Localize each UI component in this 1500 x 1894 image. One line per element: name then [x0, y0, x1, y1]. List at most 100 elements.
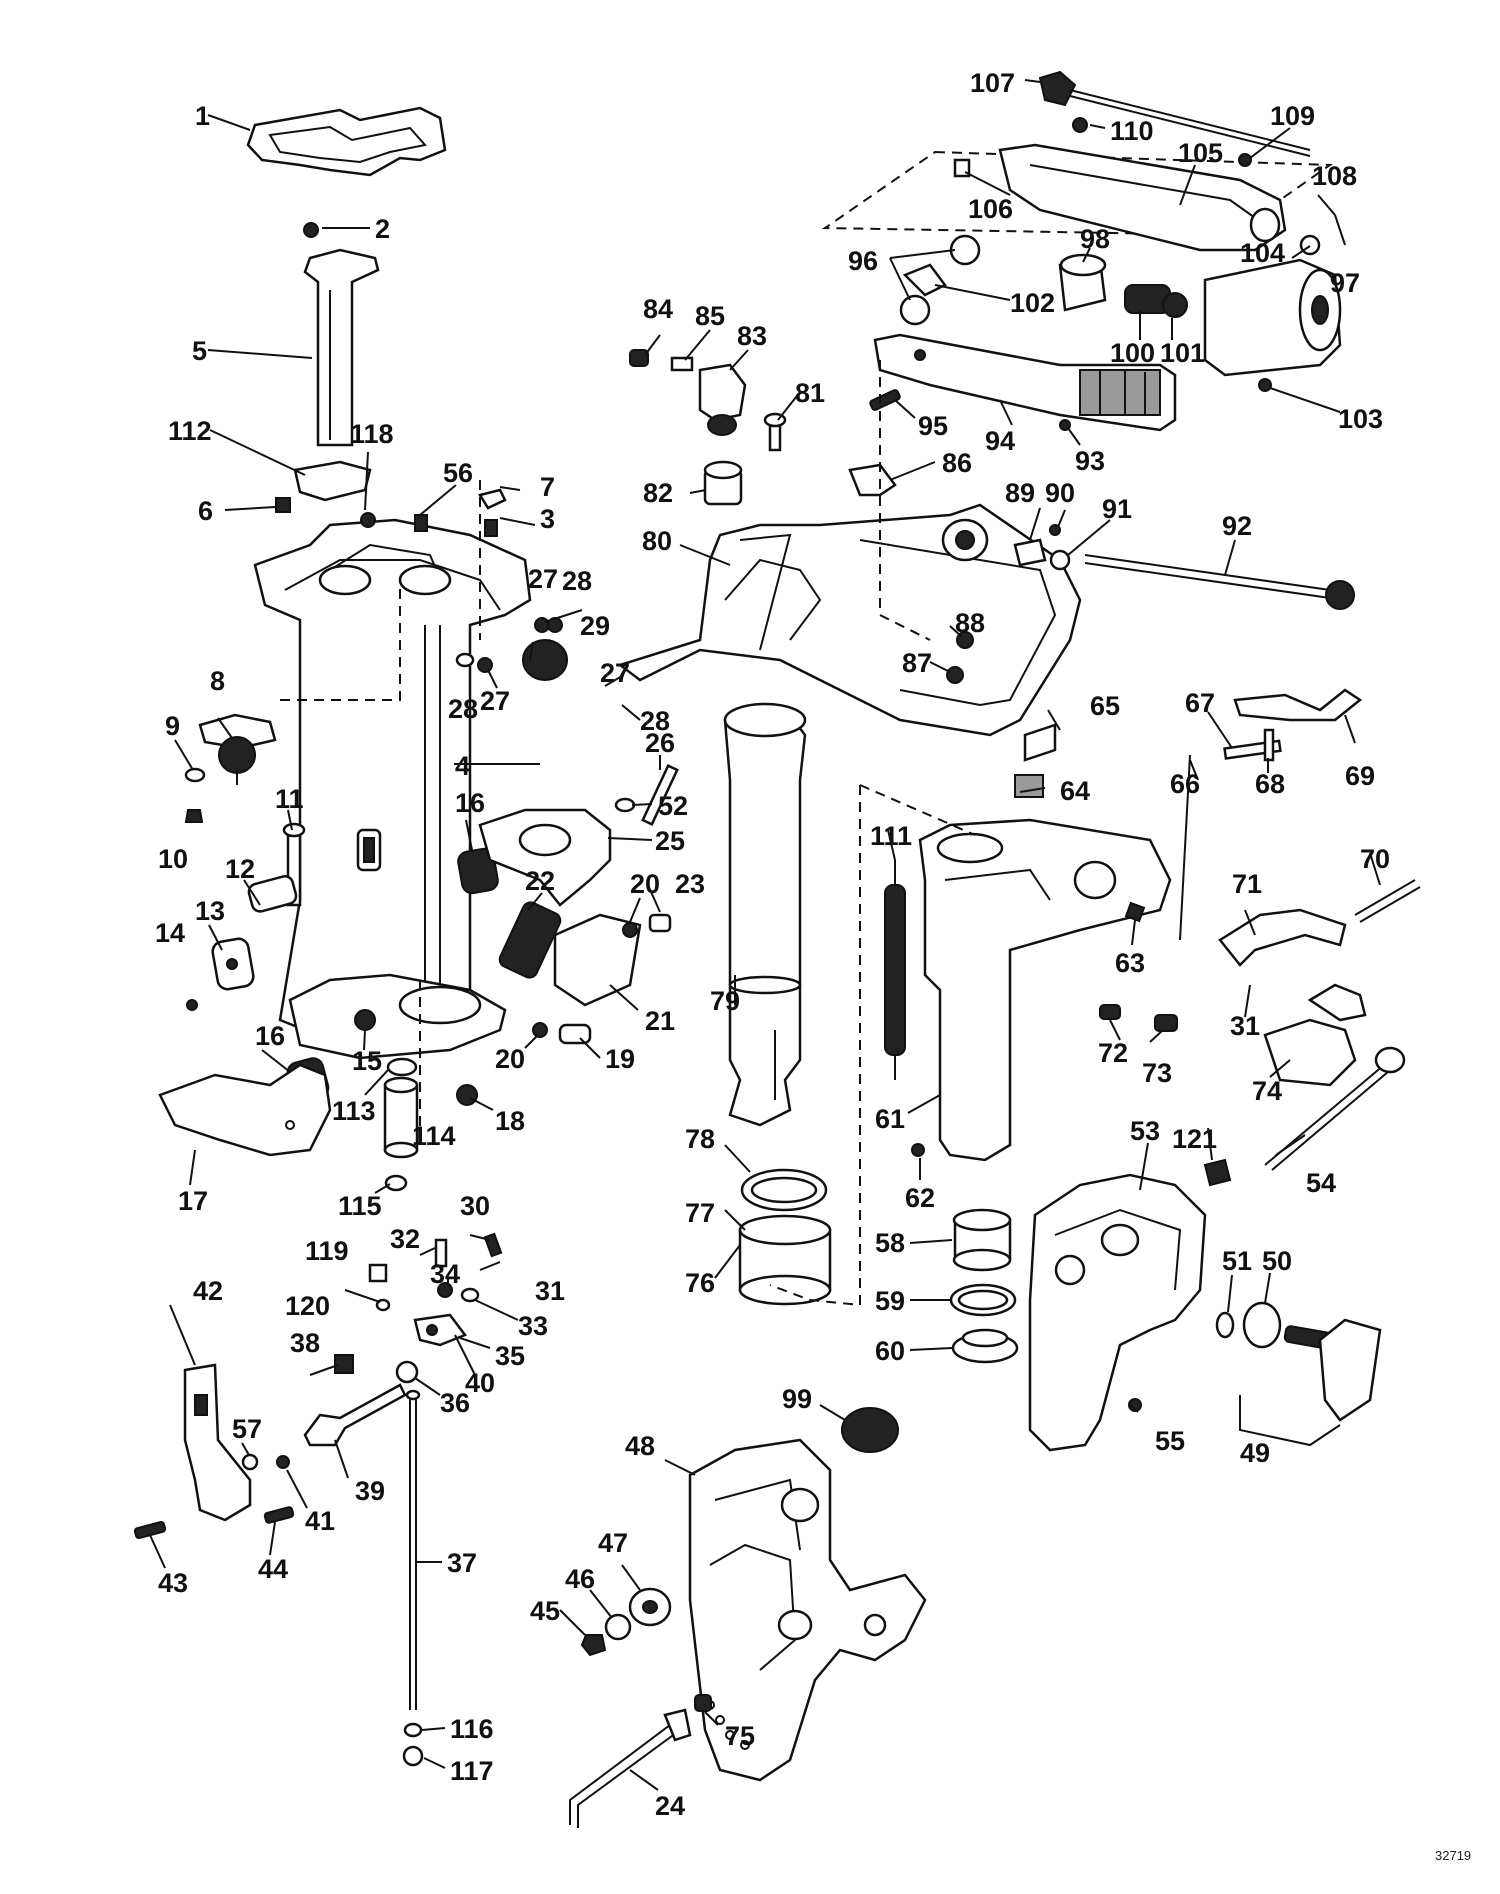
shift-linkage-group — [133, 1232, 503, 1767]
callout-106: 106 — [968, 194, 1013, 224]
callout-84: 84 — [643, 294, 673, 324]
callout-8: 8 — [210, 666, 225, 696]
callout-64: 64 — [1060, 776, 1090, 806]
callout-91: 91 — [1102, 494, 1132, 524]
callout-60: 60 — [875, 1336, 905, 1366]
callout-31a: 31 — [535, 1276, 565, 1306]
callout-42: 42 — [193, 1276, 223, 1306]
callout-79: 79 — [710, 986, 740, 1016]
callout-10: 10 — [158, 844, 188, 874]
callout-53: 53 — [1130, 1116, 1160, 1146]
callout-28c: 28 — [640, 706, 670, 736]
callout-28b: 28 — [448, 694, 478, 724]
callout-102: 102 — [1010, 288, 1055, 318]
callout-100: 100 — [1110, 338, 1155, 368]
figure-number: 32719 — [1435, 1848, 1471, 1863]
callout-88: 88 — [955, 608, 985, 638]
lower-clamp-group — [569, 1407, 927, 1828]
callout-63: 63 — [1115, 948, 1145, 978]
callout-6: 6 — [198, 496, 213, 526]
callout-27b: 27 — [480, 686, 510, 716]
callout-33: 33 — [518, 1311, 548, 1341]
callout-62: 62 — [905, 1183, 935, 1213]
callout-31b: 31 — [1230, 1011, 1260, 1041]
callout-46: 46 — [565, 1564, 595, 1594]
callout-82: 82 — [643, 478, 673, 508]
callout-57: 57 — [232, 1414, 262, 1444]
callout-103: 103 — [1338, 404, 1383, 434]
callout-113: 113 — [332, 1096, 376, 1126]
callout-2: 2 — [375, 214, 390, 244]
callout-21: 21 — [645, 1006, 675, 1036]
callout-18: 18 — [495, 1106, 525, 1136]
callout-9: 9 — [165, 711, 180, 741]
callout-30: 30 — [460, 1191, 490, 1221]
callout-3: 3 — [540, 504, 555, 534]
callout-56: 56 — [443, 458, 473, 488]
stern-bracket-part — [688, 1438, 927, 1782]
callout-20b: 20 — [630, 869, 660, 899]
callout-13: 13 — [195, 896, 225, 926]
callout-107: 107 — [970, 68, 1015, 98]
callout-25: 25 — [655, 826, 685, 856]
callout-50: 50 — [1262, 1246, 1292, 1276]
callout-5: 5 — [192, 336, 207, 366]
steering-tube-part — [723, 713, 807, 1127]
callout-40: 40 — [465, 1368, 495, 1398]
callout-97: 97 — [1330, 268, 1360, 298]
callout-29: 29 — [580, 611, 610, 641]
callout-54: 54 — [1306, 1168, 1336, 1198]
callout-78: 78 — [685, 1124, 715, 1154]
callout-93: 93 — [1075, 446, 1105, 476]
callout-76: 76 — [685, 1268, 715, 1298]
callout-45: 45 — [530, 1596, 560, 1626]
callout-17: 17 — [178, 1186, 208, 1216]
callout-49: 49 — [1240, 1438, 1270, 1468]
callout-96: 96 — [848, 246, 878, 276]
callout-81: 81 — [795, 378, 825, 408]
gasket-part — [246, 106, 447, 177]
exhaust-housing-group — [158, 106, 679, 1192]
callout-71: 71 — [1232, 869, 1262, 899]
callout-11: 11 — [275, 784, 304, 814]
callout-104: 104 — [1240, 238, 1285, 268]
callout-47: 47 — [598, 1528, 628, 1558]
callout-23: 23 — [675, 869, 705, 899]
callout-12: 12 — [225, 854, 255, 884]
callout-44: 44 — [258, 1554, 288, 1584]
callout-110: 110 — [1110, 116, 1154, 146]
callout-7: 7 — [540, 472, 555, 502]
swivel-housing-part — [918, 818, 1172, 1162]
callout-111: 111 — [870, 821, 912, 851]
callout-27c: 27 — [600, 658, 630, 688]
callout-92: 92 — [1222, 511, 1252, 541]
callout-114: 114 — [412, 1121, 456, 1151]
callout-70: 70 — [1360, 844, 1390, 874]
callout-16b: 16 — [455, 788, 485, 818]
callout-116: 116 — [450, 1714, 494, 1744]
swivel-bracket-part — [617, 503, 1082, 737]
callout-112: 112 — [168, 416, 212, 446]
callout-37: 37 — [447, 1548, 477, 1578]
callout-67: 67 — [1185, 688, 1215, 718]
callout-1: 1 — [195, 101, 210, 131]
callout-94: 94 — [985, 426, 1015, 456]
callout-120: 120 — [285, 1291, 330, 1321]
swivel-bracket-group — [617, 349, 1421, 1452]
callout-27a: 27 — [528, 564, 558, 594]
callout-66: 66 — [1170, 769, 1200, 799]
callout-109: 109 — [1270, 101, 1315, 131]
callout-90: 90 — [1045, 478, 1075, 508]
clamp-bracket-part — [1028, 1173, 1207, 1452]
exhaust-tube-part — [303, 248, 380, 447]
callout-39: 39 — [355, 1476, 385, 1506]
callout-32: 32 — [390, 1224, 420, 1254]
callout-101: 101 — [1160, 338, 1205, 368]
callout-68: 68 — [1255, 769, 1285, 799]
callout-34: 34 — [430, 1259, 460, 1289]
callout-35: 35 — [495, 1341, 525, 1371]
callout-61: 61 — [875, 1104, 905, 1134]
callout-65: 65 — [1090, 691, 1120, 721]
callout-77: 77 — [685, 1198, 715, 1228]
